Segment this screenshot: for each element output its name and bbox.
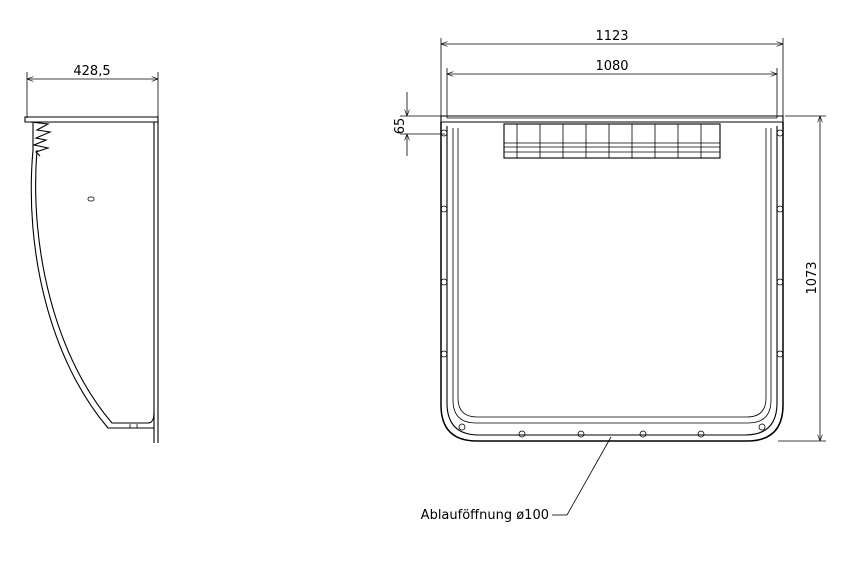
rim-height-label: 65 [393,118,408,135]
height-label: 1073 [805,261,820,294]
inner-width-label: 1080 [595,59,628,74]
rim-height-dimension: 65 [393,92,445,156]
top-grid [503,123,721,159]
bolts [440,129,784,438]
side-top-flange [24,116,159,123]
top-rim [440,115,784,123]
body-outline [440,122,784,442]
side-width-label: 428,5 [73,64,110,79]
side-view: 428,5 [24,64,159,443]
side-slot [87,196,95,202]
inner-width-dimension: 1080 [446,59,778,118]
height-dimension: 1073 [778,115,826,442]
drain-opening: Ablauföffnung ø100 [421,434,615,523]
side-body-outline [30,149,154,429]
front-view: 1123 1080 65 1073 [393,29,826,523]
side-width-dimension: 428,5 [26,64,159,118]
outer-width-label: 1123 [595,29,628,44]
drain-label: Ablauföffnung ø100 [421,508,549,523]
outer-width-dimension: 1123 [440,29,784,118]
side-gasket [29,121,52,157]
